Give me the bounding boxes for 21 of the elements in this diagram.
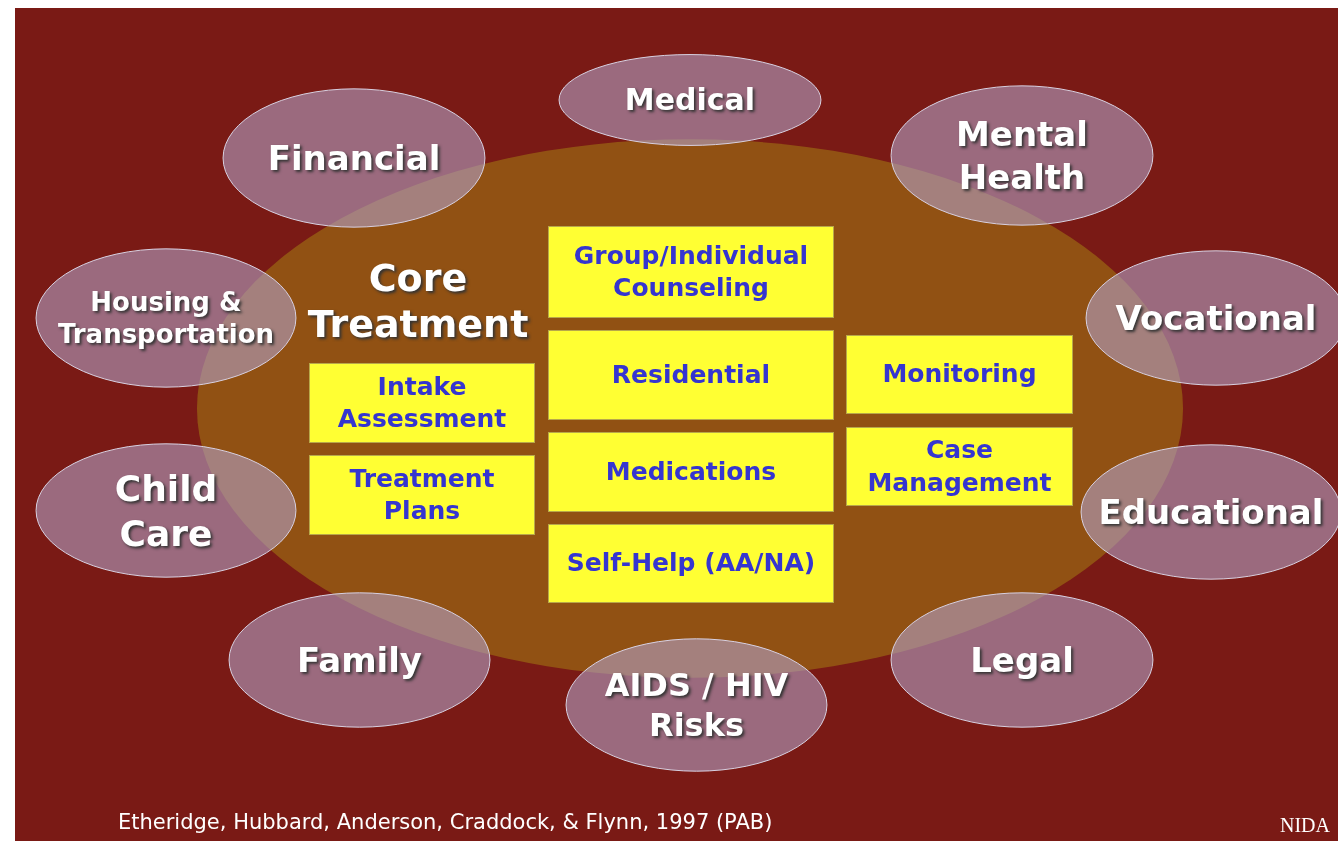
core-heading: Core Treatment [306,256,530,348]
node-label: Family [296,638,423,682]
node-label: Financial [267,136,441,180]
service-box: Group/Individual Counseling [548,226,834,318]
node-label: Child Care [113,466,219,556]
service-box: Medications [548,432,834,512]
node-label: Vocational [1115,296,1317,340]
node-label: Educational [1098,490,1324,534]
service-box: Residential [548,330,834,420]
node-label: Legal [970,638,1074,682]
node-label: Medical [624,81,756,119]
service-box: Intake Assessment [309,363,535,443]
service-box: Case Management [846,427,1073,506]
agency-mark: NIDA [1280,814,1330,837]
node-label: Mental Health [955,113,1089,198]
citation-text: Etheridge, Hubbard, Anderson, Craddock, & Flynn, 1997 (PAB) [118,810,773,834]
service-box: Self-Help (AA/NA) [548,524,834,603]
service-box: Monitoring [846,335,1073,414]
service-box: Treatment Plans [309,455,535,535]
node-label: AIDS / HIV Risks [603,665,790,745]
node-label: Housing & Transportation [56,285,276,351]
